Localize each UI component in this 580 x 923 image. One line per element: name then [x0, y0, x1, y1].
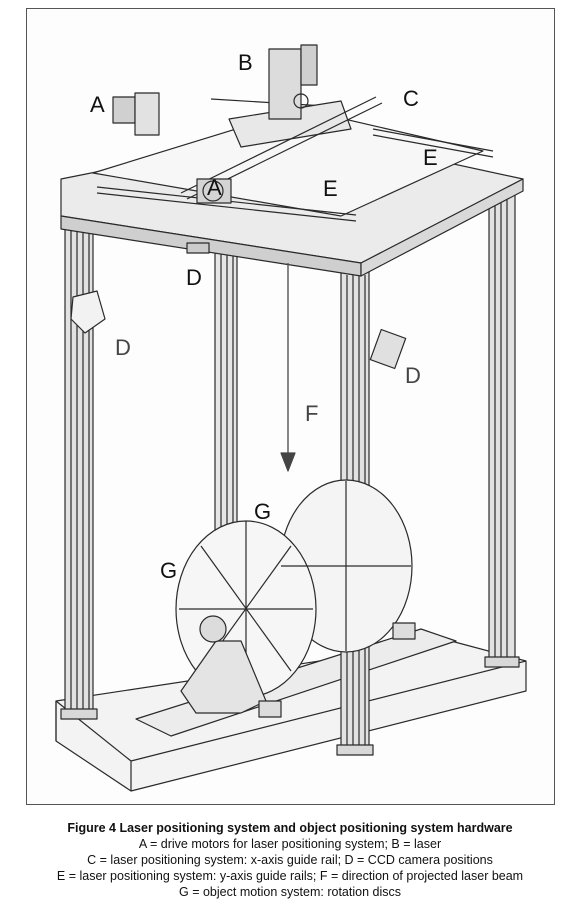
- caption-line-3: E = laser positioning system: y-axis gui…: [56, 869, 524, 883]
- caption-line-2: C = laser positioning system: x-axis gui…: [87, 853, 493, 867]
- label-b: B: [238, 50, 253, 75]
- label-d-right: D: [405, 363, 421, 388]
- caption-line-4: G = object motion system: rotation discs: [179, 885, 401, 899]
- ccd-cameras: [70, 242, 407, 370]
- label-d-left: D: [115, 335, 131, 360]
- label-e-right: E: [423, 145, 438, 170]
- laser-beam-arrow: [280, 263, 296, 472]
- label-g-upper: G: [254, 499, 272, 524]
- figure-frame: A A B C E E D D D F G G: [26, 8, 555, 805]
- label-f: F: [305, 401, 319, 426]
- label-e-center: E: [323, 176, 338, 201]
- label-g-lower: G: [160, 558, 178, 583]
- laser-carriage: [180, 44, 383, 200]
- hardware-drawing: [55, 44, 527, 792]
- caption-title: Figure 4 Laser positioning system and ob…: [67, 821, 513, 835]
- top-frame: [60, 98, 524, 277]
- figure-caption: Figure 4 Laser positioning system and ob…: [0, 820, 580, 900]
- drive-motors: [112, 92, 232, 204]
- label-a-center: A: [207, 175, 222, 200]
- label-c: C: [403, 86, 419, 111]
- label-a-left: A: [90, 92, 105, 117]
- label-d-top: D: [186, 265, 202, 290]
- rotation-discs: [175, 479, 416, 718]
- caption-line-1: A = drive motors for laser positioning s…: [138, 837, 442, 851]
